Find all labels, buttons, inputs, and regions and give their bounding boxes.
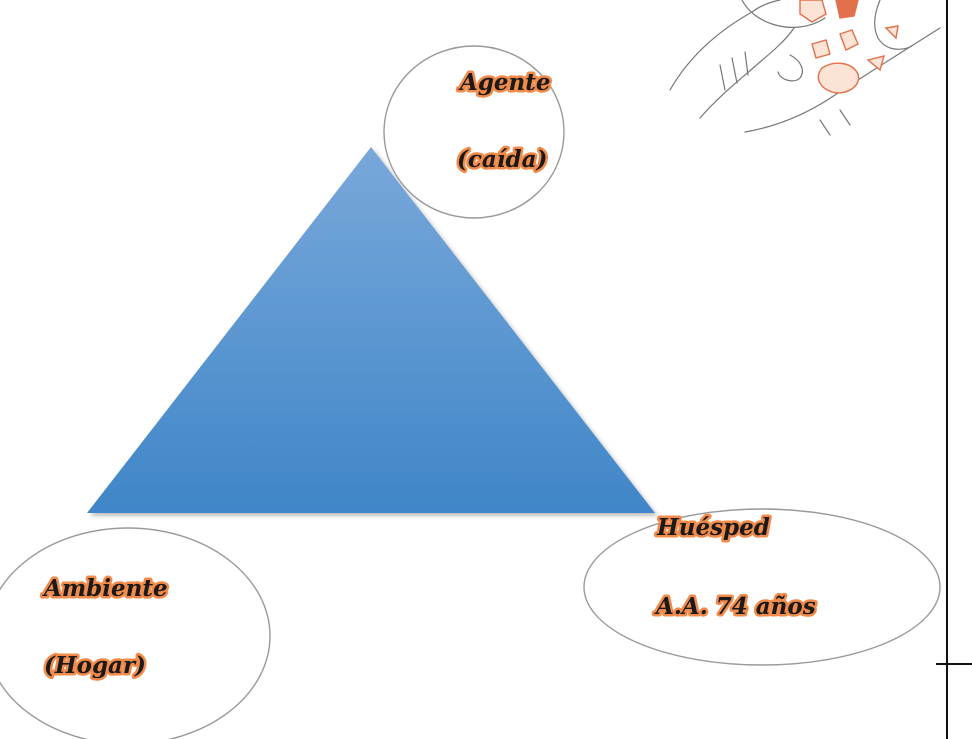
huesped-sublabel: A.A. 74 años [654,593,816,620]
fingers-outline [741,0,826,28]
agente-label: Agente [458,69,551,96]
broken-piece-3 [811,39,831,59]
huesped-ellipse [583,508,941,666]
agente-ellipse [383,45,565,219]
ambiente-ellipse [0,527,271,739]
ambiente-sublabel: (Hogar) [44,652,146,679]
ambiente-label: Ambiente [42,575,168,602]
hatch-2 [731,57,738,84]
huesped-label: Huésped [656,514,770,541]
broken-piece-5 [866,55,886,72]
triad-triangle [87,147,655,513]
agente-sublabel: (caída) [457,146,547,173]
broken-piece-2 [839,29,859,51]
hatch-3 [744,51,749,76]
broken-piece-red [835,0,859,19]
hatch-4 [819,119,831,136]
broken-piece-6 [884,25,899,40]
hand-outline-left [669,0,781,91]
thumb-outline [777,54,803,82]
arm-outline-right [874,0,913,50]
hand-outline-lower [699,27,795,119]
hatch-5 [839,109,851,126]
hands-illustration [669,0,941,136]
broken-piece-1 [799,0,827,23]
broken-pieces-illustration [799,0,899,94]
hatch-1 [719,64,726,91]
broken-piece-4 [817,62,860,94]
